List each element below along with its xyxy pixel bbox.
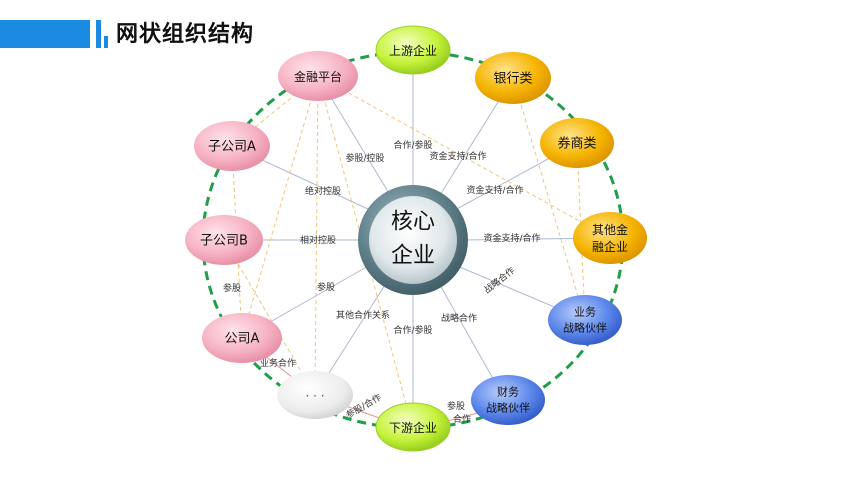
edge-label: 资金支持/合作 — [429, 150, 486, 162]
svg-text:财务: 财务 — [497, 385, 519, 399]
page-title: 网状组织结构 — [116, 22, 255, 47]
edge-label: 参股 — [447, 400, 465, 412]
svg-text:子公司A: 子公司A — [208, 140, 256, 155]
edge-label: 资金支持/合作 — [466, 184, 523, 196]
svg-text:公司A: 公司A — [225, 332, 260, 347]
subsidiary-a-node: 子公司A — [194, 121, 270, 171]
edge-label: 战略合作 — [441, 312, 477, 324]
edge-label: 参股 — [317, 281, 335, 293]
business-partner-node: 业务 战略伙伴 — [548, 295, 622, 345]
securities-node: 券商类 — [540, 118, 614, 168]
company-a-node: 公司A — [202, 313, 282, 363]
edge-label: 参股/控股 — [345, 152, 384, 164]
svg-text:银行类: 银行类 — [493, 72, 532, 87]
finance-platform-node: 金融平台 — [278, 51, 358, 101]
edge-label: 资金支持/合作 — [483, 232, 540, 244]
bank-node: 银行类 — [475, 52, 551, 104]
edge-label: 绝对控股 — [305, 185, 341, 197]
svg-text:· · ·: · · · — [305, 389, 324, 403]
svg-text:融企业: 融企业 — [592, 239, 628, 254]
upstream-node: 上游企业 — [375, 25, 451, 75]
svg-text:战略伙伴: 战略伙伴 — [486, 401, 530, 415]
edge-label: 合作 — [453, 413, 471, 425]
header-accent-bar — [0, 20, 90, 48]
svg-text:子公司B: 子公司B — [200, 234, 248, 249]
finance-partner-node: 财务 战略伙伴 — [471, 375, 545, 425]
svg-text:战略伙伴: 战略伙伴 — [563, 321, 607, 335]
svg-text:其他金: 其他金 — [592, 222, 628, 237]
core-label-line2: 企业 — [391, 244, 435, 269]
header-accent-tick — [96, 20, 101, 48]
header-accent-tick-small — [104, 36, 108, 48]
edge-label: 业务合作 — [260, 357, 296, 369]
svg-text:下游企业: 下游企业 — [389, 420, 437, 435]
core-label-line1: 核心 — [391, 210, 435, 235]
edge-label: 合作/参股 — [393, 139, 432, 151]
edge-label: 其他合作关系 — [336, 309, 390, 321]
svg-text:上游企业: 上游企业 — [389, 43, 437, 58]
svg-text:券商类: 券商类 — [557, 136, 596, 152]
edge-label: 参股 — [223, 282, 241, 294]
edge-label: 相对控股 — [300, 234, 336, 246]
edge-label: 合作/参股 — [393, 324, 432, 336]
edge-label: 战略合作 — [482, 264, 518, 296]
other-finance-node: 其他金 融企业 — [573, 212, 647, 264]
more-node: · · · — [277, 371, 353, 419]
subsidiary-b-node: 子公司B — [185, 215, 263, 265]
svg-text:业务: 业务 — [574, 306, 596, 319]
downstream-node: 下游企业 — [375, 402, 451, 452]
core-enterprise-node: 核心 企业 — [358, 185, 468, 295]
svg-text:金融平台: 金融平台 — [294, 69, 342, 84]
